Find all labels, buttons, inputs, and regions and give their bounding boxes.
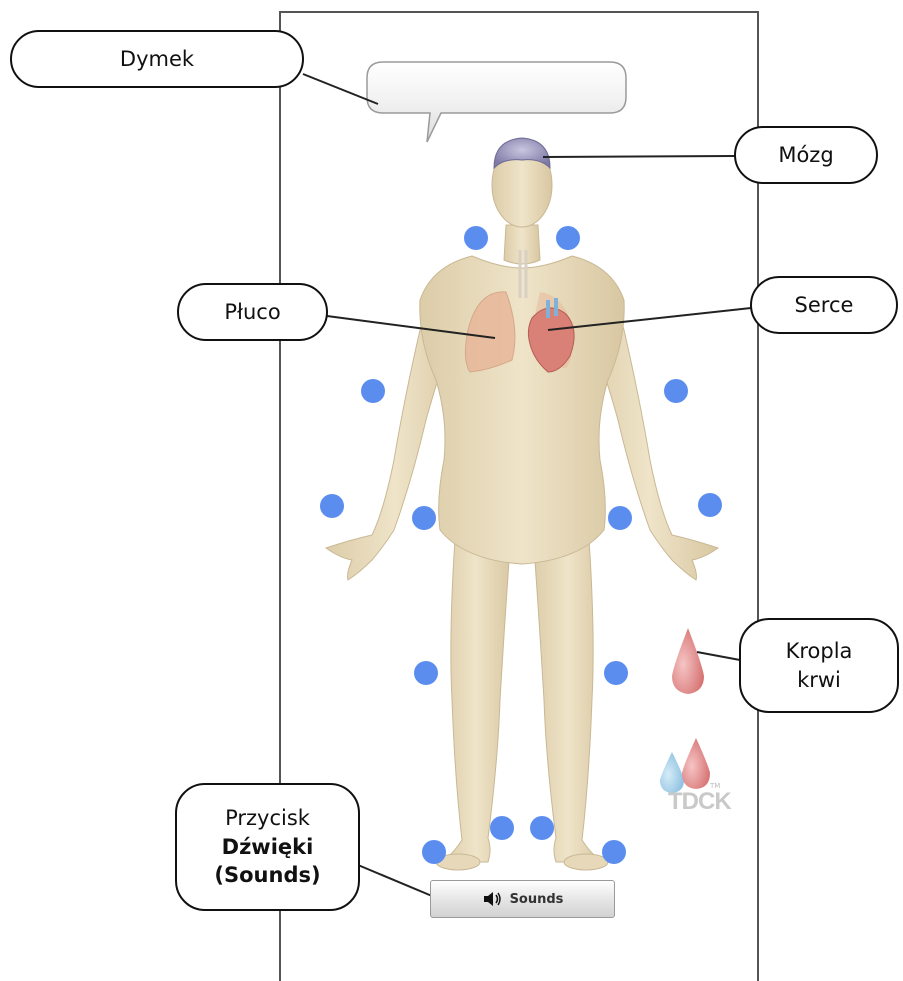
callout-kropla-text-1: Kropla — [786, 637, 853, 665]
callout-przycisk-text-3: (Sounds) — [214, 861, 320, 889]
callout-dymek: Dymek — [10, 30, 304, 88]
sounds-button-label: Sounds — [510, 892, 564, 907]
speech-bubble — [367, 62, 626, 142]
leader-line-przycisk — [358, 865, 432, 896]
tdck-logo-text: TDCK — [668, 788, 731, 816]
marker-dot[interactable] — [698, 493, 722, 517]
marker-dot[interactable] — [602, 840, 626, 864]
tdck-logo-icon — [660, 738, 710, 793]
marker-dot[interactable] — [604, 661, 628, 685]
leader-line-kropla — [697, 652, 740, 660]
leader-line-mozg — [543, 156, 735, 157]
marker-dot[interactable] — [530, 816, 554, 840]
marker-dot[interactable] — [664, 379, 688, 403]
callout-mozg: Mózg — [734, 126, 878, 184]
callout-kropla-krwi: Kropla krwi — [739, 618, 899, 713]
callout-przycisk-dzwieki: Przycisk Dźwięki (Sounds) — [175, 783, 360, 911]
marker-dot[interactable] — [556, 226, 580, 250]
marker-dot[interactable] — [422, 840, 446, 864]
marker-dot[interactable] — [320, 494, 344, 518]
speaker-icon — [482, 890, 502, 908]
callout-kropla-text-2: krwi — [786, 666, 853, 694]
sounds-button[interactable]: Sounds — [430, 880, 615, 918]
callout-serce: Serce — [750, 276, 898, 334]
right-foot — [564, 854, 608, 870]
callout-serce-text: Serce — [795, 291, 854, 319]
callout-mozg-text: Mózg — [778, 141, 833, 169]
marker-dot[interactable] — [414, 661, 438, 685]
blood-drop-icon[interactable] — [672, 628, 704, 694]
callout-przycisk-text-2: Dźwięki — [214, 833, 320, 861]
callout-pluco-text: Płuco — [224, 298, 280, 326]
callout-pluco: Płuco — [177, 283, 328, 341]
callout-przycisk-text-1: Przycisk — [214, 804, 320, 832]
marker-dot[interactable] — [412, 506, 436, 530]
callout-dymek-text: Dymek — [120, 45, 194, 73]
trademark-mark: TM — [710, 782, 720, 790]
marker-dot[interactable] — [361, 379, 385, 403]
human-body[interactable] — [326, 143, 718, 862]
marker-dot[interactable] — [490, 816, 514, 840]
marker-dot[interactable] — [608, 506, 632, 530]
marker-dot[interactable] — [464, 226, 488, 250]
